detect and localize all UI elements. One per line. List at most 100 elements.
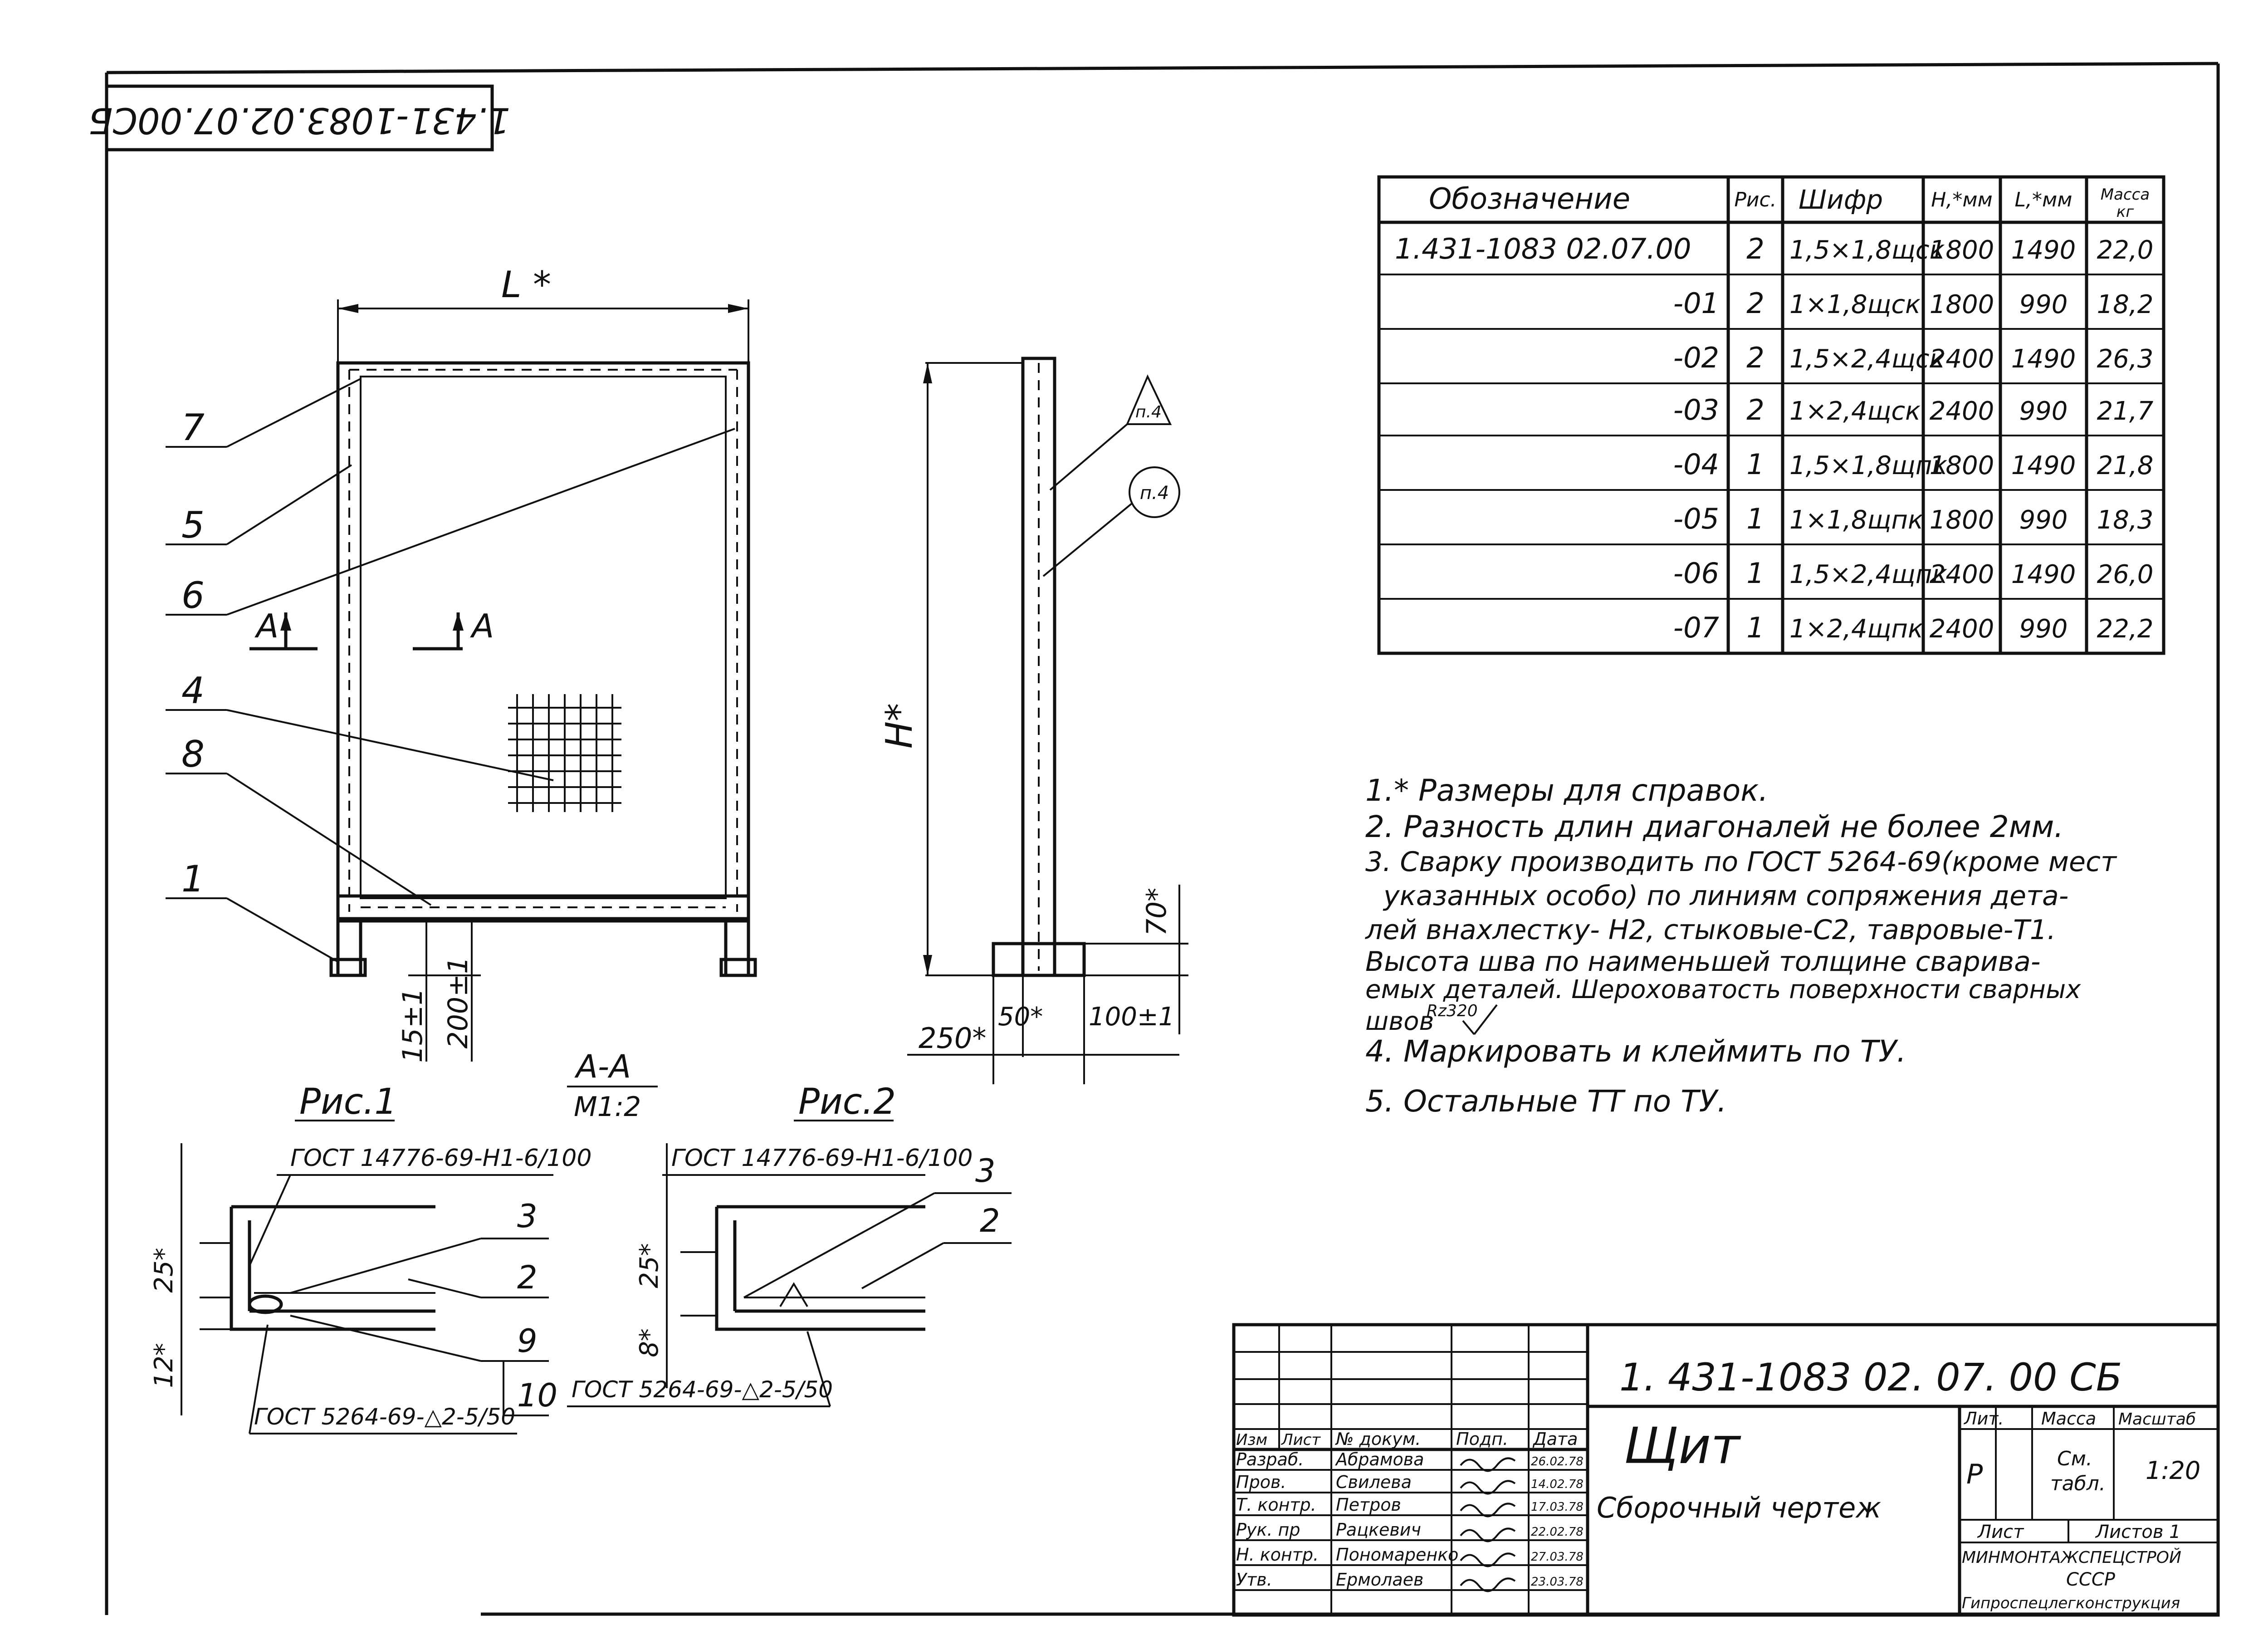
dim-200: 200±1 — [442, 957, 474, 1049]
fig1-gost-top: ГОСТ 14776-69-Н1-6/100 — [290, 1145, 591, 1172]
role-name: Петров — [1336, 1495, 1401, 1515]
row-l: 1490 — [2011, 344, 2076, 374]
row-code: 1,5×1,8щпк — [1789, 451, 1947, 480]
row-designation: -02 — [1673, 341, 1719, 374]
role-name: Рацкевич — [1336, 1520, 1421, 1540]
fig1-dim-25: 25* — [149, 1248, 179, 1292]
fig2-gost-bottom: ГОСТ 5264-69-△2-5/50 — [572, 1376, 833, 1403]
note-line: 2. Разность длин диагоналей не более 2мм… — [1365, 809, 2063, 844]
row-code: 1×1,8щск — [1789, 290, 1921, 319]
role-label: Разраб. — [1236, 1449, 1304, 1469]
spec-header-mass-2: кг — [2116, 203, 2135, 221]
fig1-dim-12: 12* — [149, 1343, 179, 1388]
dim-50: 50* — [998, 1002, 1043, 1032]
row-l: 990 — [2019, 505, 2068, 535]
note-line: 4. Маркировать и клеймить по ТУ. — [1365, 1034, 1906, 1069]
list-item: Утв. Ермолаев 23.03.78 — [1236, 1570, 1584, 1592]
note-line: 1.* Размеры для справок. — [1365, 773, 1768, 808]
mesh-pattern — [508, 694, 621, 812]
role-label: Н. контр. — [1236, 1545, 1319, 1565]
role-name: Свилева — [1336, 1472, 1412, 1492]
row-h: 2400 — [1930, 614, 1994, 644]
spec-header-code: Шифр — [1799, 184, 1883, 215]
row-designation: -03 — [1673, 393, 1719, 426]
callout-4: 4 — [181, 670, 205, 712]
row-code: 1×2,4щск — [1789, 397, 1921, 426]
title-block: 1. 431-1083 02. 07. 00 СБ Щит Сборочный … — [1232, 1323, 2220, 1617]
row-h: 2400 — [1930, 397, 1994, 426]
mass-label: Масса — [2041, 1409, 2096, 1429]
org-line-3: Гипроспецлегконструкция — [1962, 1594, 2180, 1612]
title-doc-type: Сборочный чертеж — [1597, 1491, 1881, 1524]
row-code: 1,5×2,4щск — [1789, 344, 1945, 374]
row-fig: 1 — [1746, 611, 1764, 644]
row-mass: 18,3 — [2097, 505, 2154, 535]
row-mass: 26,0 — [2097, 560, 2154, 589]
row-mass: 22,2 — [2097, 614, 2154, 644]
row-h: 1800 — [1930, 505, 1994, 535]
row-mass: 26,3 — [2097, 344, 2154, 374]
row-code: 1,5×1,8щск — [1789, 235, 1945, 265]
spec-header-l: L,*мм — [2015, 188, 2072, 211]
row-fig: 2 — [1746, 341, 1764, 374]
table-row: -02 2 1,5×2,4щск 2400 1490 26,3 — [1673, 341, 2154, 374]
row-code: 1,5×2,4щпк — [1789, 560, 1947, 589]
scale-label: Масштаб — [2118, 1410, 2196, 1429]
fig2-title: Рис.2 — [798, 1082, 896, 1122]
note-line: Высота шва по наименьшей толщине сварива… — [1365, 946, 2041, 978]
front-view: L * — [166, 264, 757, 1063]
row-fig: 2 — [1746, 232, 1764, 265]
title-name: Щит — [1624, 1417, 1741, 1475]
list-item: Рук. пр Рацкевич 22.02.78 — [1236, 1520, 1584, 1542]
row-fig: 1 — [1746, 557, 1764, 590]
fig2-callout-2: 2 — [980, 1202, 1000, 1239]
spec-table: Обозначение Рис. Шифр Н,*мм L,*мм Масса … — [1377, 175, 2165, 655]
row-l: 990 — [2019, 614, 2068, 644]
row-designation: -07 — [1673, 611, 1719, 644]
role-date: 22.02.78 — [1531, 1525, 1584, 1539]
row-designation: -05 — [1673, 502, 1719, 535]
row-h: 1800 — [1930, 235, 1994, 265]
spec-header-designation: Обозначение — [1429, 182, 1630, 216]
stamp-code: 1.431-1083.02.07.00СБ — [88, 100, 510, 141]
dim-70: 70* — [1141, 888, 1173, 936]
dim-100: 100±1 — [1089, 1002, 1174, 1032]
table-row: -07 1 1×2,4щпк 2400 990 22,2 — [1673, 611, 2154, 644]
dim-h-label: Н* — [878, 703, 920, 749]
aa-title: А-А — [574, 1048, 631, 1085]
row-fig: 1 — [1746, 448, 1764, 481]
col-doc: № докум. — [1335, 1429, 1421, 1449]
fig2-dim-8: 8* — [635, 1328, 664, 1357]
fig1-callout-9: 9 — [517, 1322, 538, 1360]
list-item: Пров. Свилева 14.02.78 — [1236, 1472, 1584, 1495]
spec-header-mass-1: Масса — [2101, 186, 2150, 204]
fig2-callout-3: 3 — [975, 1152, 996, 1190]
technical-notes: 1.* Размеры для справок. 2. Разность дли… — [1365, 773, 2117, 1119]
fig1-title: Рис.1 — [299, 1082, 397, 1122]
lit-label: Лит. — [1963, 1409, 2004, 1429]
row-l: 990 — [2019, 290, 2068, 319]
role-label: Утв. — [1236, 1570, 1272, 1590]
note-line: емых деталей. Шероховатость поверхности … — [1365, 975, 2081, 1004]
callout-8: 8 — [181, 733, 205, 775]
weld-circle-label: п.4 — [1140, 483, 1169, 504]
callout-1: 1 — [181, 858, 205, 900]
row-fig: 1 — [1746, 502, 1764, 535]
row-code: 1×1,8щпк — [1789, 505, 1923, 535]
table-row: -04 1 1,5×1,8щпк 1800 1490 21,8 — [1673, 448, 2154, 481]
scale-value: 1:20 — [2146, 1456, 2200, 1485]
note-line: лей внахлестку- Н2, стыковые-С2, тавровы… — [1365, 914, 2056, 946]
spec-header-fig: Рис. — [1734, 188, 1776, 211]
role-name: Абрамова — [1334, 1449, 1424, 1469]
role-date: 14.02.78 — [1531, 1478, 1584, 1491]
col-date: Дата — [1532, 1429, 1578, 1449]
row-l: 1490 — [2011, 235, 2076, 265]
dim-15: 15±1 — [397, 988, 429, 1063]
roughness-value: Rz320 — [1427, 1002, 1478, 1020]
list-item: Н. контр. Пономаренко 27.03.78 — [1236, 1545, 1584, 1567]
col-izm: Изм — [1236, 1431, 1267, 1449]
fig2-dim-25: 25* — [635, 1243, 664, 1288]
row-mass: 21,8 — [2097, 451, 2154, 480]
rotated-stamp: 1.431-1083.02.07.00СБ — [88, 84, 510, 152]
